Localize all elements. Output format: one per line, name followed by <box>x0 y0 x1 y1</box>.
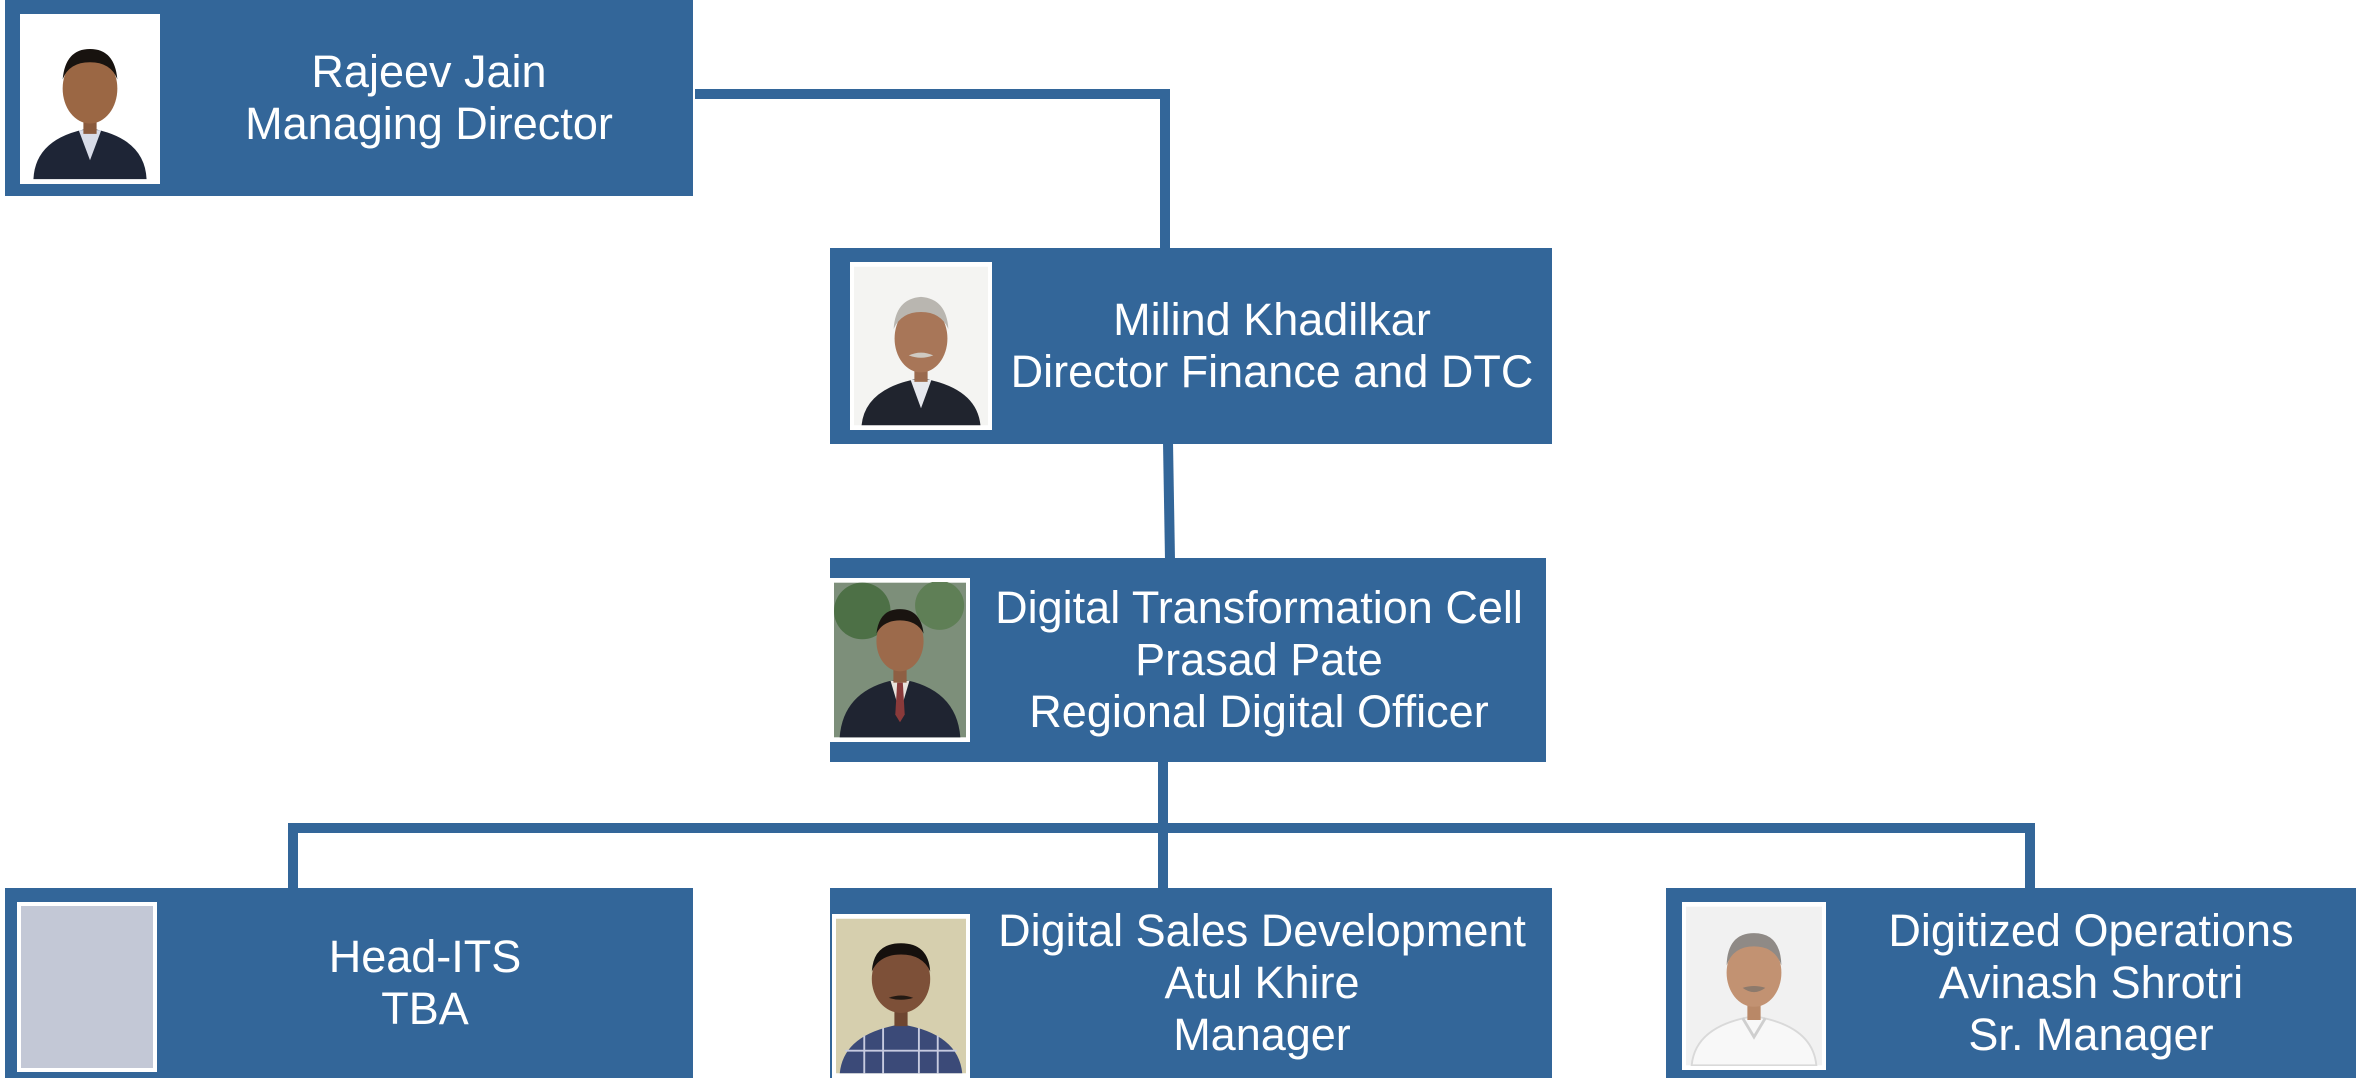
connector-md-to-director <box>695 89 1170 248</box>
head-its-name: TBA <box>381 983 469 1034</box>
org-card-head-its: Head-ITS TBA <box>5 888 693 1078</box>
digitized-ops-person-name: Avinash Shrotri <box>1938 957 2244 1008</box>
director-finance-title: Director Finance and DTC <box>1010 346 1534 397</box>
org-card-digital-transformation-cell: Digital Transformation Cell Prasad Pate … <box>830 558 1546 762</box>
org-card-director-finance: Milind Khadilkar Director Finance and DT… <box>830 248 1552 444</box>
managing-director-name: Rajeev Jain <box>311 46 547 97</box>
director-finance-name: Milind Khadilkar <box>1113 294 1431 345</box>
person-photo-icon <box>1682 902 1826 1070</box>
org-card-managing-director: Rajeev Jain Managing Director <box>5 0 693 196</box>
person-photo-icon <box>20 14 160 184</box>
org-card-digitized-operations: Digitized Operations Avinash Shrotri Sr.… <box>1666 888 2356 1078</box>
managing-director-title: Managing Director <box>245 98 613 149</box>
digital-sales-person-name: Atul Khire <box>1164 957 1360 1008</box>
person-photo-icon <box>830 578 970 742</box>
digital-sales-unit-name: Digital Sales Development <box>998 905 1526 956</box>
digitized-ops-unit-name: Digitized Operations <box>1888 905 2294 956</box>
digital-sales-person-title: Manager <box>1173 1009 1351 1060</box>
digitized-ops-person-title: Sr. Manager <box>1968 1009 2214 1060</box>
dtc-person-title: Regional Digital Officer <box>1029 686 1489 737</box>
connector-director-to-dtc <box>1163 441 1175 561</box>
dtc-person-name: Prasad Pate <box>1135 634 1383 685</box>
dtc-unit-name: Digital Transformation Cell <box>995 582 1523 633</box>
head-its-title: Head-ITS <box>328 931 522 982</box>
person-photo-icon <box>850 262 992 430</box>
org-card-digital-sales-development: Digital Sales Development Atul Khire Man… <box>830 888 1552 1078</box>
person-photo-icon <box>832 914 970 1078</box>
photo-placeholder-icon <box>17 902 157 1072</box>
